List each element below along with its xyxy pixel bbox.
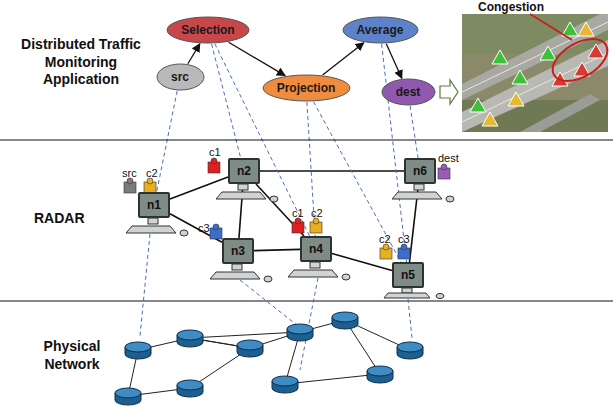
operator-ellipse: dest — [381, 78, 436, 106]
mapping-lines — [140, 234, 412, 370]
computer-screen: n5 — [392, 262, 424, 288]
router-top — [397, 342, 423, 352]
node-label: dest — [396, 85, 421, 99]
operator-ellipse: src — [156, 63, 205, 91]
node-label: src — [171, 70, 189, 84]
operator-ellipse: Selection — [166, 16, 250, 44]
node-label: n4 — [309, 242, 323, 256]
dataflow-arrow — [386, 44, 402, 79]
mapping-line — [212, 44, 241, 158]
mapping-line — [157, 91, 178, 192]
node-label: n1 — [147, 198, 161, 212]
dataflow-arrow — [323, 43, 364, 75]
node-label: Average — [357, 23, 404, 37]
component-label: src — [122, 167, 137, 179]
network-links — [128, 320, 410, 396]
routers — [115, 312, 423, 405]
component-label: c1 — [292, 207, 304, 219]
computer-screen: n1 — [138, 192, 170, 218]
component-label: c3 — [398, 233, 410, 245]
ellipse-shape — [157, 64, 204, 90]
traffic-photo — [462, 14, 613, 132]
router-top — [177, 330, 203, 340]
mapping-line — [410, 106, 418, 158]
router-top — [272, 376, 298, 386]
dataflow-arrow — [229, 42, 286, 75]
router-top — [125, 342, 151, 352]
computer-bases — [126, 184, 454, 299]
ellipse-shape — [263, 75, 350, 101]
layer-title: Physical Network — [22, 338, 122, 373]
computer-screen: n2 — [228, 158, 260, 184]
router-top — [237, 340, 263, 350]
computer-screen: n6 — [404, 158, 436, 184]
separator — [0, 300, 613, 301]
component-label: c2 — [311, 207, 323, 219]
layer-title: RADAR — [34, 210, 114, 228]
router-top — [177, 380, 203, 390]
component-label: c1 — [209, 146, 221, 158]
ellipse-shape — [167, 17, 249, 43]
component-pieces — [124, 158, 450, 259]
node-label: n3 — [231, 244, 245, 258]
router-top — [332, 312, 358, 322]
dataflow-arrow — [188, 44, 200, 64]
node-label: n6 — [413, 164, 427, 178]
component-label: c2 — [146, 167, 158, 179]
router-top — [115, 388, 141, 398]
mapping-line — [382, 44, 407, 262]
component-label: c2 — [379, 233, 391, 245]
layer-title: Distributed Traffic Monitoring Applicati… — [6, 36, 156, 89]
ellipse-shape — [382, 79, 435, 105]
router-top — [287, 324, 313, 334]
node-label: Selection — [181, 23, 234, 37]
network-link — [254, 249, 300, 250]
computer-screen: n4 — [300, 236, 332, 262]
callout-label: Congestion — [478, 0, 544, 14]
network-link — [256, 184, 304, 236]
hollow-arrow — [440, 80, 458, 104]
separator — [0, 139, 613, 140]
ellipse-shape — [343, 17, 418, 43]
network-link — [260, 170, 404, 172]
operator-ellipse: Projection — [262, 74, 351, 102]
computer-screen: n3 — [222, 238, 254, 264]
operator-ellipse: Average — [342, 16, 419, 44]
node-label: n2 — [237, 164, 251, 178]
component-label: dest — [438, 152, 459, 164]
component-label: c3 — [198, 222, 210, 234]
router-top — [367, 366, 393, 376]
node-label: Projection — [277, 81, 336, 95]
node-label: n5 — [401, 268, 415, 282]
network-link — [170, 214, 222, 242]
